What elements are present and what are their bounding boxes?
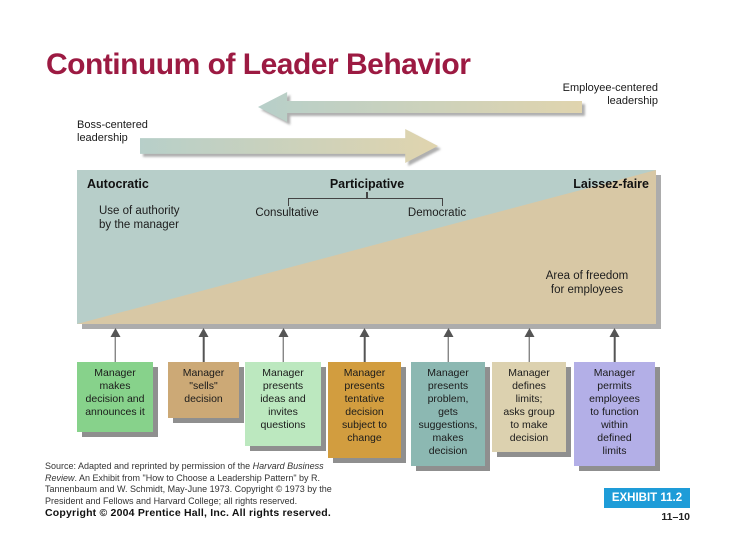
up-arrow-icon [359,328,370,362]
right-arrow-shape [140,129,438,163]
participative-label: Participative [329,177,405,191]
option-box-6: Manager defines limits; asks group to ma… [492,328,566,452]
right-gradient-arrow-icon [140,129,438,163]
source-text-prefix: Source: Adapted and reprinted by permiss… [45,461,253,471]
option-box-label: Manager defines limits; asks group to ma… [503,367,555,444]
employee-centered-label: Employee-centered leadership [562,82,658,107]
bracket [288,198,443,206]
democratic-label: Democratic [407,207,467,219]
option-box-label: Manager "sells" decision [182,367,225,405]
use-of-authority-label: Use of authority by the manager [99,205,180,231]
boss-centered-label: Boss-centered leadership [77,119,148,144]
up-arrow-icon [198,328,209,362]
left-arrow-shape [258,92,582,122]
exhibit-badge: EXHIBIT 11.2 [604,488,690,508]
option-box-label: Manager permits employees to function wi… [589,367,640,457]
source-text-suffix: . An Exhibit from "How to Choose a Leade… [45,472,332,506]
option-box-label: Manager presents tentative decision subj… [342,367,387,444]
option-box-5: Manager presents problem, gets suggestio… [411,328,485,466]
up-arrow-icon [524,328,535,362]
option-box-3: Manager presents ideas and invites quest… [245,328,321,446]
source-note: Source: Adapted and reprinted by permiss… [45,461,349,507]
laissez-faire-label: Laissez-faire [573,177,649,191]
continuum-diagram: Autocratic Participative Laissez-faire C… [77,170,656,324]
bracket-tick [366,192,368,199]
up-arrow-icon [110,328,121,362]
up-arrow-icon [278,328,289,362]
option-box-2: Manager "sells" decision [168,328,239,418]
option-box-1: Manager makes decision and announces it [77,328,153,432]
page-title: Continuum of Leader Behavior [46,48,471,81]
copyright-line: Copyright © 2004 Prentice Hall, Inc. All… [45,507,332,519]
area-of-freedom-label: Area of freedom for employees [545,270,629,296]
option-box-7: Manager permits employees to function wi… [574,328,655,466]
up-arrow-icon [609,328,620,362]
option-box-label: Manager makes decision and announces it [85,367,145,418]
up-arrow-icon [443,328,454,362]
left-gradient-arrow-icon [258,92,582,122]
option-box-4: Manager presents tentative decision subj… [328,328,401,458]
option-box-label: Manager presents problem, gets suggestio… [418,367,478,457]
consultative-label: Consultative [255,207,319,219]
option-box-label: Manager presents ideas and invites quest… [260,367,306,431]
page-number: 11–10 [661,511,690,523]
source-text-italic: Harvard Business Review [45,461,324,483]
autocratic-label: Autocratic [87,177,149,191]
